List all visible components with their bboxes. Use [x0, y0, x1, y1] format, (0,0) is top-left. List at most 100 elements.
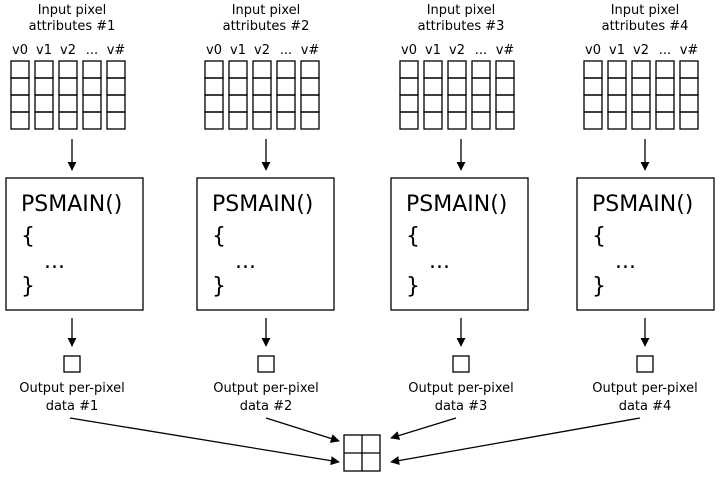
attribute-cell — [204, 77, 224, 96]
attribute-cell — [495, 94, 515, 113]
attribute-cell — [423, 94, 443, 113]
attribute-cell — [276, 77, 296, 96]
attribute-cell — [252, 94, 272, 113]
attribute-cell — [58, 111, 78, 130]
attribute-cell — [447, 60, 467, 79]
output-label-subtitle: data #4 — [619, 399, 672, 414]
shader-function-name: PSMAIN() — [21, 192, 122, 217]
attribute-cell — [34, 77, 54, 96]
output-label-subtitle: data #3 — [435, 399, 488, 414]
shader-close-brace: } — [212, 274, 226, 299]
attribute-cell — [447, 94, 467, 113]
shader-close-brace: } — [21, 274, 35, 299]
input-label-subtitle: attributes #1 — [29, 19, 116, 34]
shader-body: ... — [429, 249, 450, 274]
attribute-cell — [399, 60, 419, 79]
attribute-cell — [82, 60, 102, 79]
output-pixel-square — [63, 355, 81, 373]
arrow-to-combined-output — [390, 417, 641, 466]
attribute-cell — [252, 60, 272, 79]
shader-box — [576, 177, 715, 311]
attribute-cell — [399, 77, 419, 96]
attribute-column-label: v0 — [206, 43, 222, 58]
shader-body: ... — [44, 249, 65, 274]
attribute-cell — [607, 77, 627, 96]
attribute-cell — [423, 111, 443, 130]
attribute-cell — [300, 94, 320, 113]
attribute-cell — [631, 60, 651, 79]
attribute-cell — [495, 77, 515, 96]
attribute-cell — [631, 77, 651, 96]
attribute-cell — [106, 60, 126, 79]
shader-body: ... — [235, 249, 256, 274]
attribute-cell — [106, 111, 126, 130]
attribute-cell — [423, 77, 443, 96]
attribute-cell — [679, 77, 699, 96]
output-label-title: Output per-pixel — [213, 381, 319, 396]
attribute-cell — [34, 60, 54, 79]
attribute-cell — [228, 94, 248, 113]
input-attribute-grid — [10, 60, 126, 130]
attribute-cell — [10, 111, 30, 130]
attribute-column-label: v# — [107, 43, 126, 58]
attribute-cell — [607, 60, 627, 79]
attribute-column-label: v1 — [230, 43, 246, 58]
shader-close-brace: } — [592, 274, 606, 299]
attribute-cell — [82, 94, 102, 113]
attribute-column-label: v# — [496, 43, 515, 58]
attribute-column-label: v2 — [449, 43, 465, 58]
attribute-cell — [300, 111, 320, 130]
attribute-column-label: ... — [86, 43, 98, 58]
attribute-cell — [655, 94, 675, 113]
attribute-cell — [276, 111, 296, 130]
arrow-to-combined-output — [265, 417, 340, 443]
attribute-column-label: v1 — [609, 43, 625, 58]
attribute-cell — [106, 94, 126, 113]
shader-function-name: PSMAIN() — [592, 192, 693, 217]
attribute-cell — [583, 77, 603, 96]
attribute-column-label: ... — [475, 43, 487, 58]
attribute-column-label: v2 — [60, 43, 76, 58]
attribute-column-label: v# — [680, 43, 699, 58]
attribute-cell — [583, 94, 603, 113]
attribute-cell — [495, 111, 515, 130]
attribute-cell — [471, 77, 491, 96]
attribute-cell — [58, 77, 78, 96]
attribute-cell — [583, 111, 603, 130]
attribute-cell — [82, 111, 102, 130]
output-label-subtitle: data #2 — [240, 399, 293, 414]
output-pixel-square — [452, 355, 470, 373]
shader-box — [390, 177, 529, 311]
input-label-title: Input pixel — [232, 3, 301, 18]
output-pixel-square — [636, 355, 654, 373]
arrow-to-combined-output — [69, 417, 340, 466]
shader-function-name: PSMAIN() — [406, 192, 507, 217]
shader-close-brace: } — [406, 274, 420, 299]
attribute-column-label: v# — [301, 43, 320, 58]
output-pixel-square — [257, 355, 275, 373]
attribute-cell — [399, 111, 419, 130]
attribute-cell — [655, 111, 675, 130]
attribute-cell — [607, 111, 627, 130]
attribute-cell — [252, 111, 272, 130]
output-label-title: Output per-pixel — [19, 381, 125, 396]
attribute-cell — [607, 94, 627, 113]
attribute-column-label: ... — [659, 43, 671, 58]
attribute-cell — [252, 77, 272, 96]
attribute-cell — [276, 94, 296, 113]
attribute-cell — [300, 60, 320, 79]
attribute-cell — [106, 77, 126, 96]
input-attribute-grid — [583, 60, 699, 130]
input-attribute-grid — [399, 60, 515, 130]
attribute-column-label: v1 — [425, 43, 441, 58]
attribute-column-label: v0 — [585, 43, 601, 58]
attribute-cell — [58, 94, 78, 113]
input-label-subtitle: attributes #4 — [602, 19, 689, 34]
attribute-cell — [276, 60, 296, 79]
shader-box — [196, 177, 335, 311]
attribute-cell — [583, 60, 603, 79]
shader-box — [5, 177, 144, 311]
shader-open-brace: { — [21, 224, 35, 249]
